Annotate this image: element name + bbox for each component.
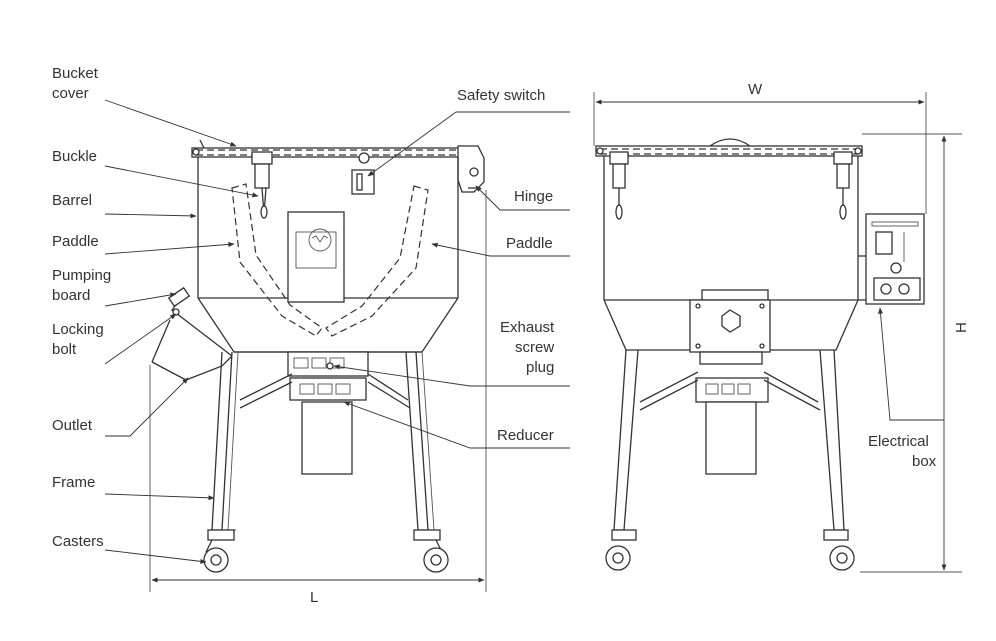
dimension-height-label: H	[953, 322, 970, 333]
label-pumping-board-1: Pumping	[52, 267, 111, 284]
bucket-cover	[191, 139, 463, 158]
front-view	[593, 92, 962, 573]
label-exhaust-2: screw	[515, 339, 554, 356]
label-frame: Frame	[52, 474, 95, 491]
paddle-left-blade	[231, 183, 323, 337]
casters	[203, 529, 449, 573]
dimension-length-label: L	[310, 589, 318, 606]
front-buckles	[609, 151, 853, 220]
height-dimension	[860, 133, 962, 573]
reducer	[287, 351, 369, 475]
label-locking-bolt-2: bolt	[52, 341, 77, 358]
side-view	[149, 139, 487, 592]
paddle-right-blade	[325, 185, 429, 337]
label-hinge: Hinge	[514, 188, 553, 205]
dimension-width-label: W	[748, 81, 763, 98]
label-paddle-right: Paddle	[506, 235, 553, 252]
labels: Bucket cover Buckle Barrel Paddle Pumpin…	[52, 65, 970, 606]
hinge	[457, 145, 485, 193]
buckle	[251, 151, 273, 219]
width-dimension	[593, 92, 927, 214]
label-safety-switch: Safety switch	[457, 87, 545, 104]
front-gearbox	[689, 289, 771, 475]
leader-lines	[104, 99, 944, 564]
label-pumping-board-2: board	[52, 287, 90, 304]
label-exhaust-3: plug	[526, 359, 554, 376]
front-casters	[605, 529, 855, 571]
label-paddle-left: Paddle	[52, 233, 99, 250]
label-bucket-cover-1: Bucket	[52, 65, 99, 82]
inner-motor-housing	[287, 211, 345, 303]
label-outlet: Outlet	[52, 417, 93, 434]
label-casters: Casters	[52, 533, 104, 550]
label-exhaust-1: Exhaust	[500, 319, 555, 336]
label-locking-bolt-1: Locking	[52, 321, 104, 338]
length-dimension	[149, 190, 487, 592]
label-bucket-cover-2: cover	[52, 85, 89, 102]
front-cover	[595, 138, 863, 157]
label-barrel: Barrel	[52, 192, 92, 209]
label-electrical-2: box	[912, 453, 937, 470]
electrical-box	[858, 213, 925, 305]
label-buckle: Buckle	[52, 148, 97, 165]
outlet-chute	[151, 286, 233, 381]
label-reducer: Reducer	[497, 427, 554, 444]
label-electrical-1: Electrical	[868, 433, 929, 450]
